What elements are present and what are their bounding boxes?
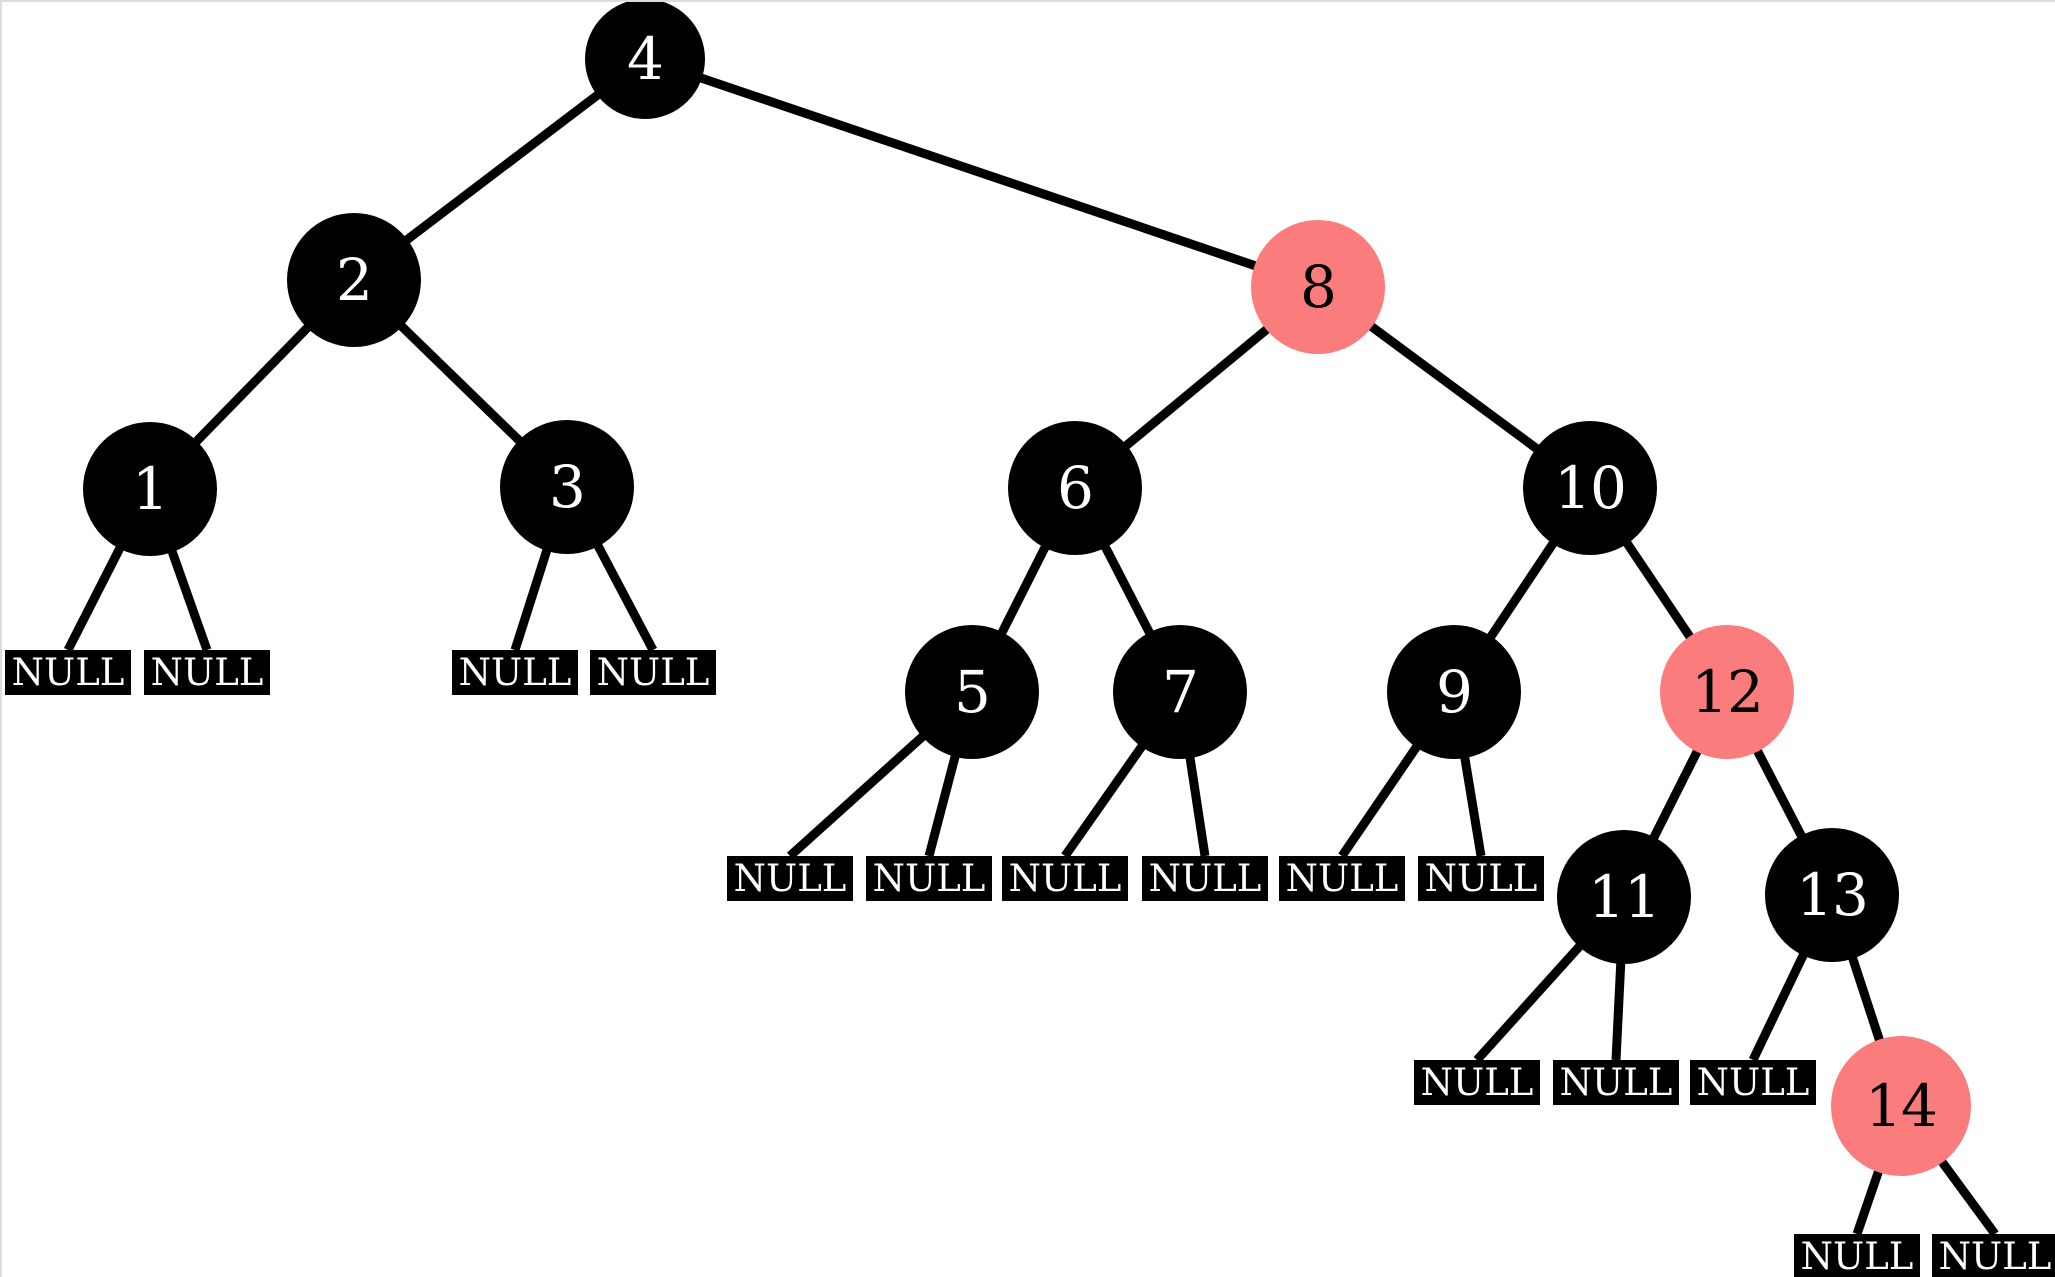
tree-node-label: 13 (1796, 861, 1869, 929)
tree-null-leaf-label: NULL (1285, 857, 1399, 900)
tree-null-leaf-label: NULL (596, 651, 710, 694)
tree-null-leaf-label: NULL (458, 651, 572, 694)
tree-null-leaf-label: NULL (150, 651, 264, 694)
tree-null-leaf: NULL (144, 650, 270, 695)
tree-null-leaf-label: NULL (11, 651, 125, 694)
tree-node-7[interactable]: 7 (1113, 625, 1247, 759)
tree-null-leaf-label: NULL (1424, 857, 1538, 900)
tree-node-11[interactable]: 11 (1557, 830, 1691, 964)
tree-node-1[interactable]: 1 (83, 422, 217, 556)
tree-node-2[interactable]: 2 (287, 213, 421, 347)
tree-null-leaf-label: NULL (1148, 857, 1262, 900)
tree-node-label: 1 (132, 455, 169, 523)
tree-null-leaf-label: NULL (1420, 1061, 1534, 1104)
tree-null-leaf: NULL (1002, 856, 1128, 901)
tree-node-6[interactable]: 6 (1008, 421, 1142, 555)
tree-null-leaf: NULL (1414, 1060, 1540, 1105)
tree-node-10[interactable]: 10 (1523, 421, 1657, 555)
tree-node-3[interactable]: 3 (500, 420, 634, 554)
tree-node-label: 7 (1162, 658, 1199, 726)
tree-node-label: 9 (1436, 658, 1473, 726)
tree-node-label: 2 (336, 246, 373, 314)
tree-node-12[interactable]: 12 (1660, 625, 1794, 759)
tree-null-leaf: NULL (1690, 1060, 1816, 1105)
tree-node-9[interactable]: 9 (1387, 625, 1521, 759)
tree-null-leaf: NULL (1142, 856, 1268, 901)
tree-node-4[interactable]: 4 (585, 2, 705, 119)
tree-null-leaf: NULL (590, 650, 716, 695)
tree-null-leaf: NULL (727, 856, 853, 901)
tree-node-label: 14 (1865, 1072, 1938, 1140)
tree-node-label: 4 (627, 25, 664, 93)
tree-node-label: 5 (954, 658, 991, 726)
tree-null-leaf: NULL (5, 650, 131, 695)
tree-node-label: 11 (1588, 863, 1661, 931)
tree-null-leaf: NULL (866, 856, 992, 901)
tree-null-leaf-label: NULL (733, 857, 847, 900)
tree-node-label: 12 (1691, 658, 1764, 726)
tree-null-leaf: NULL (452, 650, 578, 695)
tree-node-13[interactable]: 13 (1765, 828, 1899, 962)
tree-edge (643, 54, 1320, 292)
tree-null-leaf-label: NULL (1938, 1235, 2052, 1277)
tree-null-leaf: NULL (1553, 1060, 1679, 1105)
tree-node-14[interactable]: 14 (1831, 1036, 1971, 1176)
tree-node-5[interactable]: 5 (905, 625, 1039, 759)
tree-null-leaf-label: NULL (872, 857, 986, 900)
tree-null-leaf-label: NULL (1800, 1235, 1914, 1277)
tree-null-leaf-label: NULL (1008, 857, 1122, 900)
tree-node-label: 6 (1057, 454, 1094, 522)
tree-node-label: 8 (1300, 253, 1337, 321)
tree-null-leaf: NULL (1794, 1234, 1920, 1277)
tree-null-leaf-label: NULL (1559, 1061, 1673, 1104)
tree-null-leaf: NULL (1932, 1234, 2055, 1277)
tree-node-label: 3 (549, 453, 586, 521)
tree-node-label: 10 (1554, 454, 1627, 522)
tree-null-leaf: NULL (1279, 856, 1405, 901)
tree-node-8[interactable]: 8 (1251, 220, 1385, 354)
tree-null-leaf: NULL (1418, 856, 1544, 901)
tree-null-leaf-label: NULL (1696, 1061, 1810, 1104)
